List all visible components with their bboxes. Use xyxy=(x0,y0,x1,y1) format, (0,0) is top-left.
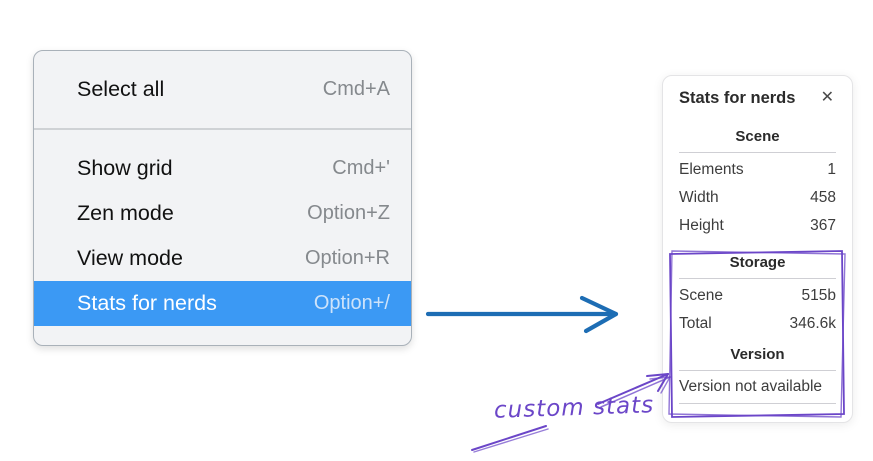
stat-label: Elements xyxy=(679,161,744,178)
stats-section-storage: Storage Scene 515b Total 346.6k xyxy=(679,254,836,338)
menu-divider xyxy=(34,128,411,130)
stat-row-scene-size: Scene 515b xyxy=(679,282,836,310)
menu-item-shortcut: Cmd+A xyxy=(322,78,390,100)
custom-stats-label[interactable]: custom stats xyxy=(493,392,655,424)
stat-label: Scene xyxy=(679,287,723,304)
menu-item-show-grid[interactable]: Show grid Cmd+' xyxy=(34,146,411,191)
stat-value: 1 xyxy=(827,161,836,178)
stats-panel: Stats for nerds ✕ Scene Elements 1 Width… xyxy=(662,75,853,423)
context-menu: Select all Cmd+A Show grid Cmd+' Zen mod… xyxy=(33,50,412,346)
stat-value: 458 xyxy=(810,189,836,206)
version-note: Version not available xyxy=(679,378,823,395)
section-divider xyxy=(679,278,836,279)
stats-panel-title: Stats for nerds xyxy=(679,88,796,107)
section-heading: Version xyxy=(730,346,785,363)
section-heading: Storage xyxy=(729,254,786,271)
stat-value: 367 xyxy=(810,217,836,234)
menu-item-shortcut: Option+/ xyxy=(313,291,390,314)
annotation-stroke[interactable] xyxy=(466,420,556,458)
menu-item-label: Zen mode xyxy=(77,200,174,225)
stat-row-height: Height 367 xyxy=(679,212,836,240)
menu-item-label: Select all xyxy=(77,77,165,101)
stat-value: 346.6k xyxy=(789,315,836,332)
stat-label: Width xyxy=(679,189,719,206)
section-heading: Scene xyxy=(735,128,780,145)
stat-value: 515b xyxy=(801,287,836,304)
stat-row-width: Width 458 xyxy=(679,184,836,212)
menu-item-label: Stats for nerds xyxy=(77,290,217,315)
section-divider xyxy=(679,152,836,153)
stat-label: Total xyxy=(679,315,712,332)
menu-item-shortcut: Option+R xyxy=(304,246,390,269)
menu-item-stats-for-nerds[interactable]: Stats for nerds Option+/ xyxy=(34,280,411,326)
note-divider xyxy=(679,403,836,404)
stat-row-total-size: Total 346.6k xyxy=(679,310,836,338)
menu-item-shortcut: Option+Z xyxy=(307,201,390,224)
close-icon[interactable]: ✕ xyxy=(820,89,834,106)
section-divider xyxy=(679,370,836,371)
menu-item-select-all[interactable]: Select all Cmd+A xyxy=(34,51,411,128)
stat-row-elements: Elements 1 xyxy=(679,156,836,184)
stats-section-scene: Scene Elements 1 Width 458 Height 367 xyxy=(679,128,836,240)
menu-item-zen-mode[interactable]: Zen mode Option+Z xyxy=(34,191,411,236)
stats-section-version: Version Version not available xyxy=(679,346,836,404)
menu-item-view-mode[interactable]: View mode Option+R xyxy=(34,236,411,281)
menu-item-shortcut: Cmd+' xyxy=(332,156,390,179)
stat-label: Height xyxy=(679,217,724,234)
menu-item-label: View mode xyxy=(77,245,183,270)
menu-item-label: Show grid xyxy=(77,155,173,180)
blue-arrow[interactable] xyxy=(424,292,624,338)
